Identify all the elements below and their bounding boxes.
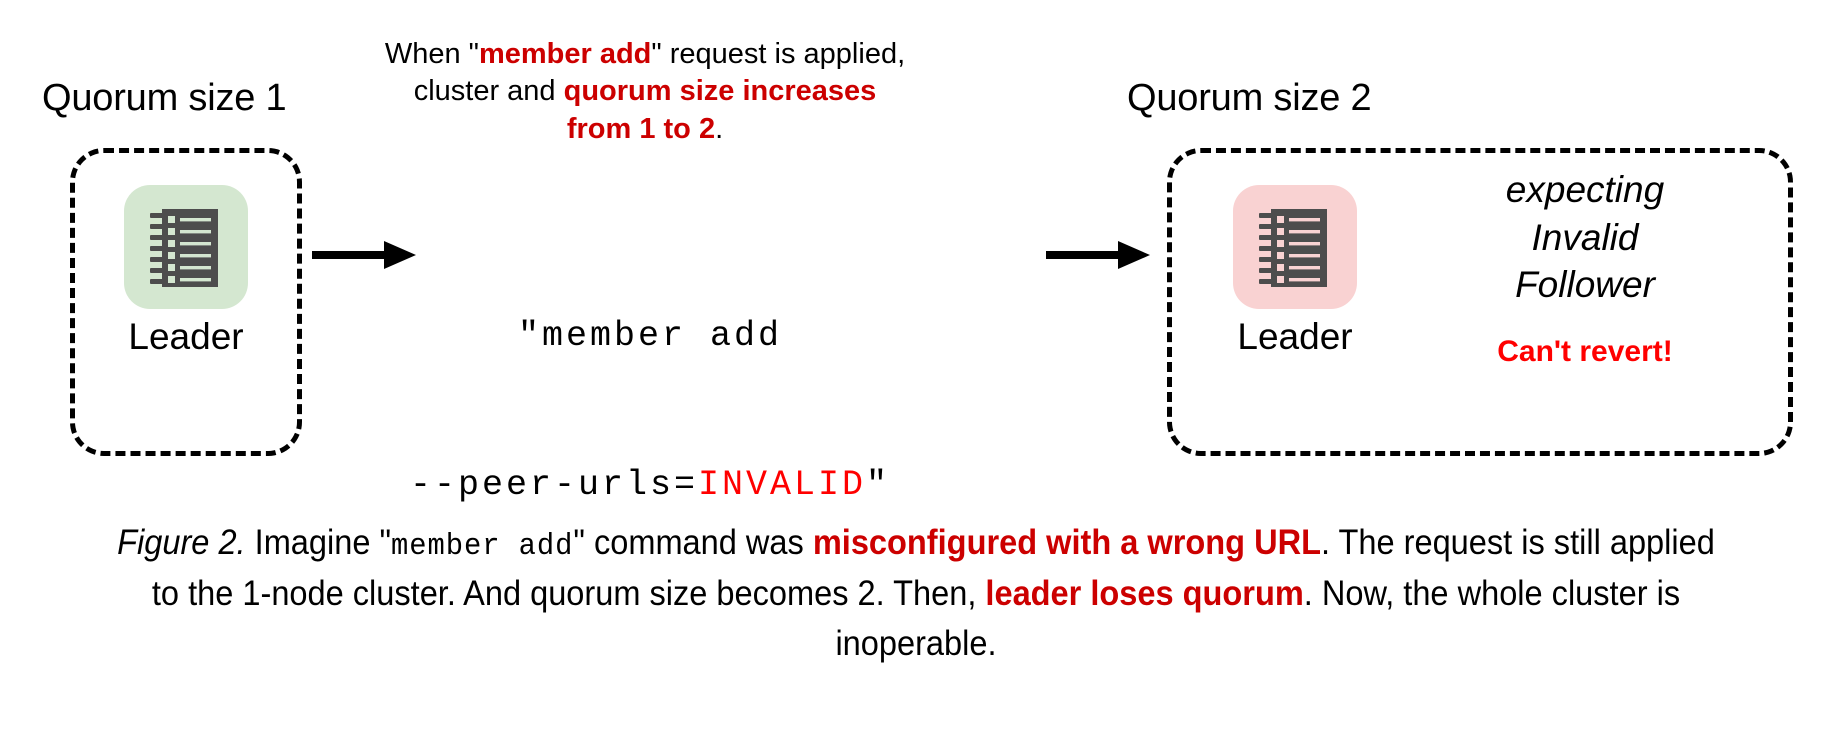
figure-number: Figure 2.: [117, 523, 246, 562]
node-label-right: Leader: [1237, 316, 1353, 357]
annotation-line1-post: " request is applied,: [651, 38, 906, 70]
cluster-boundary-left: [70, 148, 302, 456]
annotation-line3-bold: from 1 to 2: [566, 112, 716, 145]
command-line-2-post: ": [866, 464, 891, 505]
annotation-line1-pre: When ": [384, 38, 479, 70]
server-rack-icon-left: [124, 185, 248, 309]
caption-seg-3: . The request is still applied to the 1-…: [151, 523, 1715, 614]
annotation-line1-bold: member add: [478, 38, 652, 70]
node-right: Leader: [1205, 185, 1385, 358]
annotation-line2-pre: cluster and: [413, 75, 564, 108]
annotation-line2-bold: quorum size increases: [563, 75, 877, 108]
top-annotation: When "member add" request is applied, cl…: [330, 36, 960, 148]
quorum-size-label-right: Quorum size 2: [1127, 77, 1372, 119]
node-left: Leader: [96, 185, 276, 358]
quorum-size-label-left: Quorum size 1: [42, 77, 287, 119]
command-invalid-token: INVALID: [698, 464, 867, 505]
caption-bold-2: leader loses quorum: [985, 574, 1304, 614]
command-line-1: "member add: [517, 315, 783, 356]
annotation-line3-post: .: [715, 112, 724, 145]
caption-seg-4: . Now, the whole cluster is inoperable.: [835, 574, 1681, 663]
cluster-boundary-right: [1167, 148, 1793, 456]
node-label-left: Leader: [128, 316, 244, 357]
caption-seg-1: Imagine ": [245, 523, 392, 562]
caption-seg-2: " command was: [573, 523, 813, 562]
status-line-2: Invalid: [1531, 216, 1639, 258]
arrow-right-icon-2: [1046, 238, 1154, 279]
follower-status-block: expecting Invalid Follower Can't revert!: [1420, 166, 1750, 369]
figure-caption: Figure 2. Imagine "member add" command w…: [101, 518, 1730, 668]
command-line-2: --peer-urls=INVALID": [400, 460, 900, 511]
arrow-right-icon-1: [312, 238, 420, 279]
cant-revert-warning: Can't revert!: [1497, 335, 1673, 369]
status-line-1: expecting: [1505, 169, 1665, 210]
caption-mono-command: member add: [391, 529, 574, 564]
command-text: "member add --peer-urls=INVALID": [400, 212, 900, 609]
server-rack-icon-right: [1233, 185, 1357, 309]
caption-bold-1: misconfigured with a wrong URL: [812, 523, 1322, 562]
status-line-3: Follower: [1515, 264, 1655, 306]
command-line-2-pre: --peer-urls=: [409, 464, 698, 505]
